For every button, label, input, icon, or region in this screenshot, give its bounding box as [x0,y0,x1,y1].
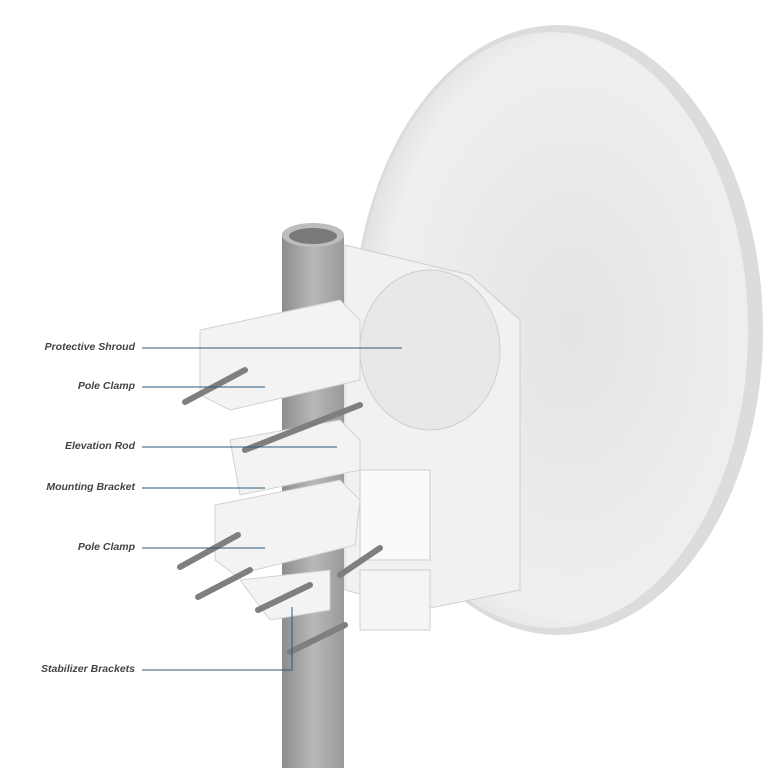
label-protective-shroud: Protective Shroud [44,341,135,353]
radio-mount-housing [344,244,521,631]
label-pole-clamp-lower: Pole Clamp [77,541,135,553]
label-pole-clamp-upper: Pole Clamp [77,380,135,392]
label-mounting-bracket: Mounting Bracket [46,481,135,493]
leader-lines [142,347,402,671]
label-elevation-rod: Elevation Rod [64,440,135,452]
leader-stabilizer-brackets [142,607,293,671]
label-stabilizer-brackets: Stabilizer Brackets [41,663,135,675]
threaded-rods [177,367,383,655]
pole-clamps [199,299,361,621]
